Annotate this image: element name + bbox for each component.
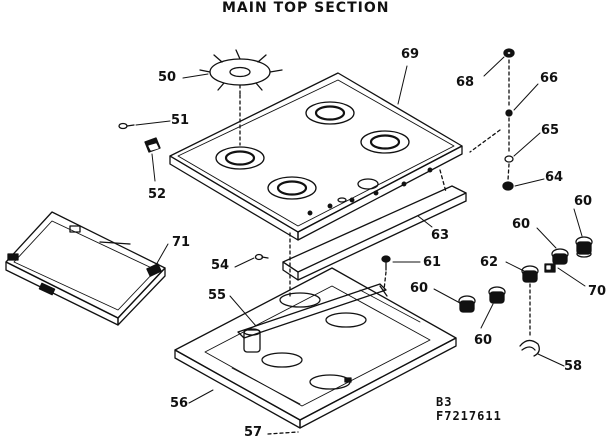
callout-61: 61 (423, 255, 442, 270)
diagram-title: MAIN TOP SECTION (222, 0, 390, 16)
front-rail-part (282, 185, 467, 281)
knob-60-mid-part (488, 286, 506, 304)
cooktop-top-part (169, 72, 501, 241)
callout-57: 57 (244, 425, 263, 440)
callout-70: 70 (588, 284, 607, 299)
drawing-code-line2: F7217611 (436, 409, 502, 423)
spring-70-part (544, 263, 556, 273)
callout-60-lower: 60 (474, 333, 493, 348)
drawing-code-line1: B3 (436, 395, 453, 409)
knob-62-part (521, 265, 539, 339)
callout-64: 64 (545, 170, 564, 185)
callout-51: 51 (171, 113, 190, 128)
screw-54-part (254, 253, 269, 261)
callout-65: 65 (541, 123, 560, 138)
callout-60-right: 60 (574, 194, 593, 209)
callout-58: 58 (564, 359, 583, 374)
clip-58-part (519, 339, 540, 357)
callout-62: 62 (480, 255, 499, 270)
callout-54: 54 (211, 258, 230, 273)
callout-60-left: 60 (410, 281, 429, 296)
callout-56: 56 (170, 396, 189, 411)
callout-66: 66 (540, 71, 559, 86)
burner-box-part (174, 229, 457, 429)
burner-grate-part (199, 49, 283, 146)
callout-68: 68 (456, 75, 475, 90)
callout-50: 50 (158, 70, 177, 85)
screw-51-part (118, 122, 135, 130)
callout-71: 71 (172, 235, 191, 250)
callout-52: 52 (148, 187, 167, 202)
valve-cap-68-part (503, 48, 515, 58)
knob-60-right-part (575, 236, 593, 258)
callout-69: 69 (401, 47, 420, 62)
callout-55: 55 (208, 288, 227, 303)
valve-nut-66-part (505, 59, 513, 117)
screw-61-part (381, 255, 391, 291)
knob-60-upper-part (551, 248, 569, 265)
leader-lines (135, 56, 586, 404)
valve-orifice-64-part (502, 163, 514, 191)
clip-52-part (144, 137, 161, 153)
valve-washer-65-part (504, 117, 514, 163)
panel-71-part (5, 211, 166, 326)
callout-63: 63 (431, 228, 450, 243)
knob-60-left-part (458, 295, 476, 313)
callout-60-upper: 60 (512, 217, 531, 232)
